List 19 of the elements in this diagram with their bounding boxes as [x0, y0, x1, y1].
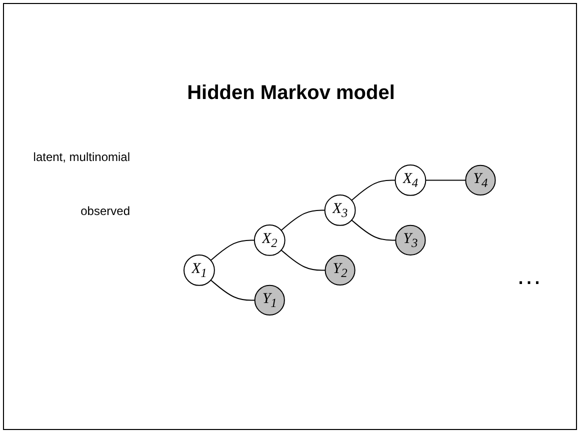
node-circle: X$_{3}$: [324, 194, 356, 226]
connector: [281, 210, 326, 231]
row-label: observed: [80, 204, 130, 218]
row-label: latent, multinomial: [32, 150, 130, 164]
node-circle: Y$_{4}$: [466, 164, 496, 196]
connector: [352, 220, 397, 241]
node-circle: X$_{1}$: [184, 254, 216, 286]
connector: [210, 240, 256, 261]
ellipsis: …: [516, 260, 542, 291]
node-circle: X$_{2}$: [254, 224, 286, 256]
connector: [352, 180, 396, 201]
node-circle: Y$_{3}$: [396, 224, 426, 256]
node-circle: Y$_{1}$: [254, 284, 286, 316]
node-circle: Y$_{2}$: [325, 254, 356, 286]
title: Hidden Markov model: [186, 82, 396, 105]
connector: [210, 280, 256, 301]
connector: [281, 250, 326, 271]
connector: [426, 180, 467, 181]
node-circle: X$_{4}$: [395, 164, 427, 196]
